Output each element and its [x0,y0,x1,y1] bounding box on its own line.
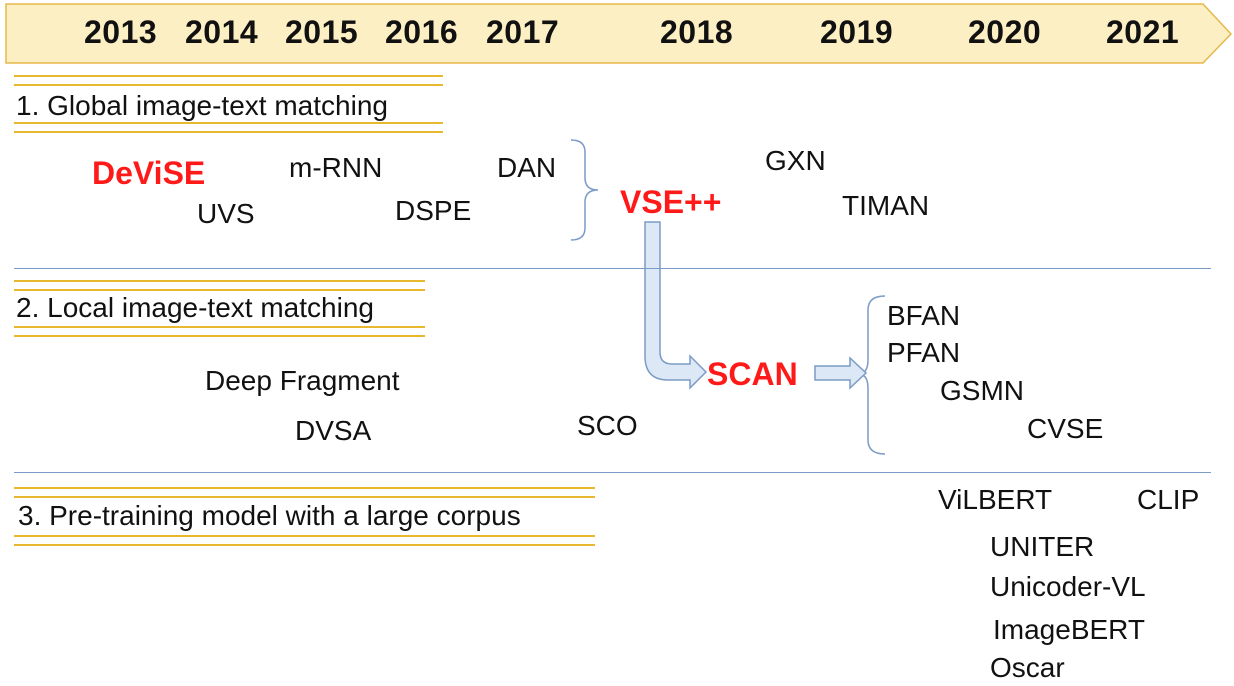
brace-vse [570,139,599,241]
section-heading-local: 2. Local image-text matching [16,292,374,323]
year-label: 2014 [185,14,259,50]
model-unicoder-vl: Unicoder-VL [990,571,1146,602]
model-gsmn: GSMN [940,375,1024,406]
timeline-bar [5,3,1233,64]
arrow-scan-to-followers [814,356,868,390]
model-scan: SCAN [707,356,798,392]
model-uvs: UVS [197,198,255,229]
model-vse-plus-plus: VSE++ [620,184,722,220]
year-label: 2020 [968,14,1042,50]
heading-underline [14,122,443,133]
section-separator [14,268,1211,269]
year-label: 2015 [285,14,359,50]
heading-underline [14,487,595,498]
model-imagebert: ImageBERT [993,614,1145,645]
model-timan: TIMAN [842,190,930,221]
year-label: 2016 [385,14,459,50]
model-gxn: GXN [765,145,826,176]
model-deep-fragment: Deep Fragment [205,365,400,396]
model-cvse: CVSE [1027,413,1104,444]
model-pfan: PFAN [887,337,961,368]
section-heading-global: 1. Global image-text matching [16,90,388,121]
arrow-vse-to-scan [644,221,708,390]
model-uniter: UNITER [990,531,1095,562]
year-label: 2019 [820,14,894,50]
year-label: 2017 [486,14,560,50]
model-clip: CLIP [1137,484,1200,515]
section-separator [14,472,1211,473]
model-oscar: Oscar [990,652,1065,683]
heading-underline [14,326,425,337]
year-label: 2018 [660,14,734,50]
model-dvsa: DVSA [295,415,372,446]
model-dspe: DSPE [395,195,472,226]
section-heading-pretraining: 3. Pre-training model with a large corpu… [18,500,521,531]
model-dan: DAN [497,152,557,183]
model-sco: SCO [577,410,638,441]
heading-underline [14,535,595,546]
heading-underline [14,280,425,291]
heading-underline [14,75,443,86]
model-vilbert: ViLBERT [938,484,1053,515]
model-devise: DeViSE [92,155,206,191]
year-label: 2013 [84,14,158,50]
model-bfan: BFAN [887,300,961,331]
year-label: 2021 [1106,14,1180,50]
model-m-rnn: m-RNN [289,152,383,183]
